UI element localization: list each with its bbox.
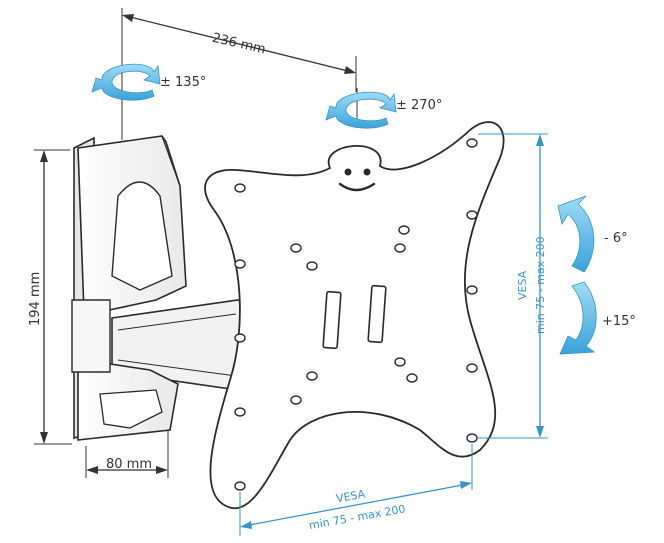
vesa-vertical-dimension: VESA min 75 - max 200 <box>478 133 548 439</box>
wall-bracket <box>71 135 263 441</box>
slot-left <box>322 290 342 350</box>
tilt-up-indicator: - 6° <box>557 195 628 273</box>
mounting-holes <box>234 138 478 491</box>
wall-swivel-indicator: ± 135° <box>91 63 206 101</box>
vesa-horizontal-title: VESA <box>335 487 366 505</box>
plate-width-label: 80 mm <box>106 457 152 472</box>
tv-swivel-label: ± 270° <box>396 98 442 113</box>
tilt-down-indicator: +15° <box>559 281 636 355</box>
tilt-down-label: +15° <box>602 314 636 329</box>
vesa-vertical-title: VESA <box>516 270 529 300</box>
slot-right <box>367 284 387 344</box>
dimension-plate-width: 80 mm <box>85 430 169 478</box>
vesa-horizontal-range: min 75 - max 200 <box>308 502 406 532</box>
tv-swivel-indicator: ± 270° <box>325 88 442 129</box>
arm-spacing-label: 236 mm <box>211 31 267 58</box>
tilt-up-label: - 6° <box>604 231 628 246</box>
dimension-plate-height: 194 mm <box>28 149 72 445</box>
vesa-vertical-range: min 75 - max 200 <box>534 236 547 334</box>
rotate-arrow-icon <box>325 91 397 129</box>
tv-plate <box>204 121 505 509</box>
tilt-arrow-icon <box>559 281 597 355</box>
plate-height-label: 194 mm <box>28 272 43 326</box>
wall-swivel-label: ± 135° <box>160 75 206 90</box>
tv-plate-outline <box>204 121 505 509</box>
tilt-arrow-icon <box>557 195 595 273</box>
rotate-arrow-icon <box>91 63 161 101</box>
